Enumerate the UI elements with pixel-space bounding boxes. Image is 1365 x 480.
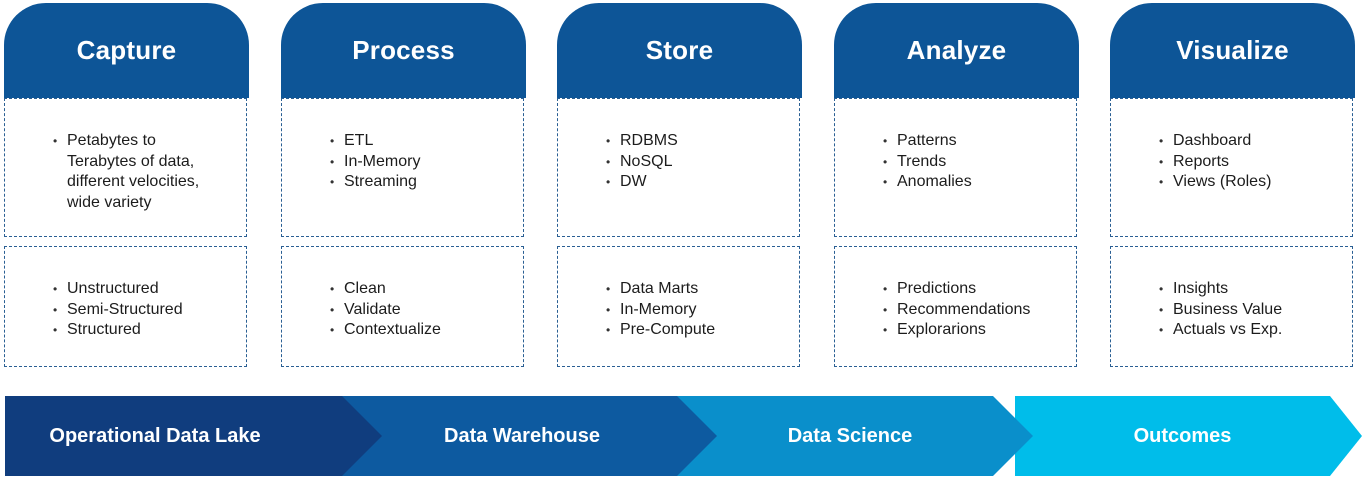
bottom-box: Clean Validate Contextualize [281,246,524,367]
list-item: Trends [883,152,1076,173]
column-header: Capture [4,3,249,98]
list-item: Business Value [1159,300,1352,321]
list-item: Views (Roles) [1159,172,1352,193]
column-analyze: Analyze Patterns Trends Anomalies Predic… [834,3,1079,367]
bottom-list: Unstructured Semi-Structured Structured [53,279,246,341]
column-visualize: Visualize Dashboard Reports Views (Roles… [1110,3,1355,367]
list-item: Structured [53,320,246,341]
stage-label: Outcomes [1133,424,1232,447]
list-item: Reports [1159,152,1352,173]
list-item: Semi-Structured [53,300,246,321]
top-list: Petabytes to Terabytes of data, differen… [53,131,246,213]
top-list: Dashboard Reports Views (Roles) [1159,131,1352,193]
bottom-box: Unstructured Semi-Structured Structured [4,246,247,367]
list-item: Recommendations [883,300,1076,321]
list-item: In-Memory [606,300,799,321]
list-item: Data Marts [606,279,799,300]
list-item: DW [606,172,799,193]
list-item: Predictions [883,279,1076,300]
column-capture: Capture Petabytes to Terabytes of data, … [4,3,249,367]
column-header: Analyze [834,3,1079,98]
list-item: Dashboard [1159,131,1352,152]
list-item: Streaming [330,172,523,193]
top-box: Patterns Trends Anomalies [834,98,1077,237]
column-store: Store RDBMS NoSQL DW Data Marts In-Memor… [557,3,802,367]
list-item: Contextualize [330,320,523,341]
stage-label: Data Warehouse [444,424,600,447]
list-item: Patterns [883,131,1076,152]
column-header: Process [281,3,526,98]
bottom-list: Insights Business Value Actuals vs Exp. [1159,279,1352,341]
top-list: RDBMS NoSQL DW [606,131,799,193]
stage-arrows [5,396,1362,476]
arrow-outcomes [5,396,382,476]
bottom-box: Data Marts In-Memory Pre-Compute [557,246,800,367]
arrow-operational-data-lake [1015,396,1362,476]
list-item: Anomalies [883,172,1076,193]
list-item: Actuals vs Exp. [1159,320,1352,341]
top-box: ETL In-Memory Streaming [281,98,524,237]
top-list: ETL In-Memory Streaming [330,131,523,193]
top-box: Petabytes to Terabytes of data, differen… [4,98,247,237]
list-item: Validate [330,300,523,321]
list-item: In-Memory [330,152,523,173]
list-item: Pre-Compute [606,320,799,341]
column-process: Process ETL In-Memory Streaming Clean Va… [281,3,526,367]
column-header: Visualize [1110,3,1355,98]
list-item: Insights [1159,279,1352,300]
arrow-data-warehouse [342,396,717,476]
list-item: ETL [330,131,523,152]
list-item: Clean [330,279,523,300]
stage-label: Operational Data Lake [49,424,261,447]
stage-label: Data Science [787,424,913,447]
list-item: Unstructured [53,279,246,300]
list-item: RDBMS [606,131,799,152]
bottom-box: Predictions Recommendations Explorarions [834,246,1077,367]
bottom-box: Insights Business Value Actuals vs Exp. [1110,246,1353,367]
top-box: Dashboard Reports Views (Roles) [1110,98,1353,237]
top-list: Patterns Trends Anomalies [883,131,1076,193]
list-item: Petabytes to Terabytes of data, differen… [53,131,227,213]
bottom-list: Data Marts In-Memory Pre-Compute [606,279,799,341]
arrow-data-science [677,396,1033,476]
column-header: Store [557,3,802,98]
bottom-list: Predictions Recommendations Explorarions [883,279,1076,341]
list-item: NoSQL [606,152,799,173]
top-box: RDBMS NoSQL DW [557,98,800,237]
list-item: Explorarions [883,320,1076,341]
bottom-list: Clean Validate Contextualize [330,279,523,341]
